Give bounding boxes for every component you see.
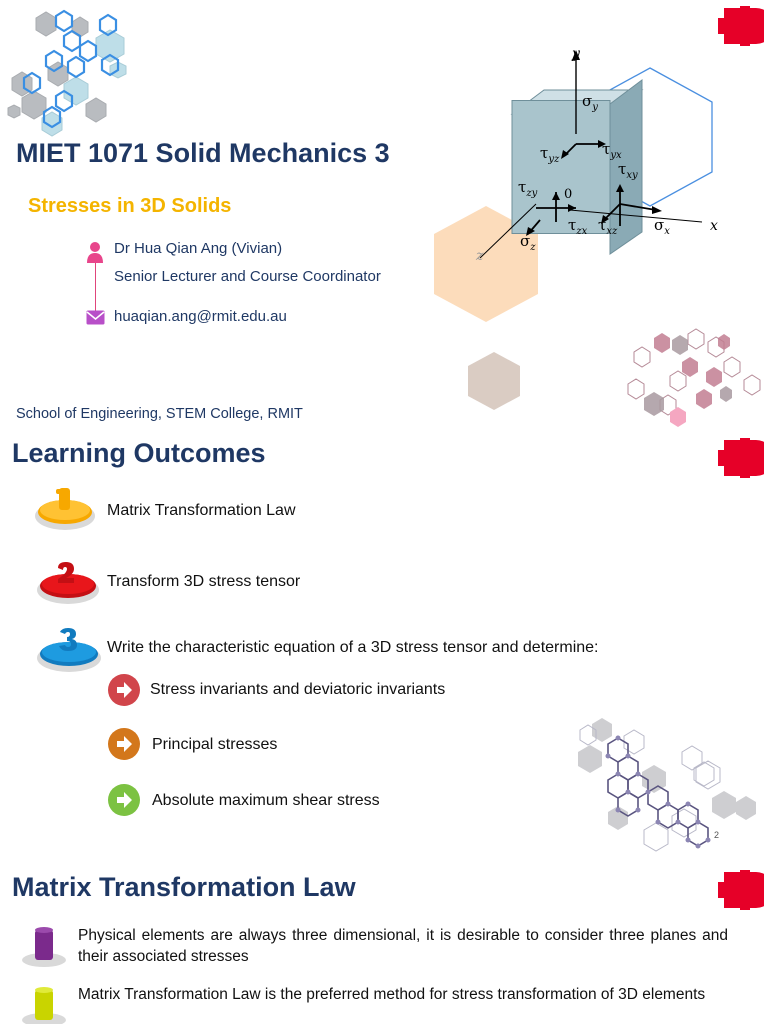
pink-hexagon-cluster-decoration [627,328,761,427]
author-name: Dr Hua Qian Ang (Vivian) [114,240,283,257]
arrow-right-circle-icon [108,674,140,706]
tau-yx-label: τ [602,140,610,158]
rmit-logo-icon [718,870,764,910]
svg-text:σz: σz [520,232,536,253]
contact-connector-line [95,258,96,314]
svg-text:τzx: τzx [568,216,588,237]
rmit-logo-icon [718,438,764,478]
sigma-x-label: σ [654,216,664,234]
slide-subtitle: Stresses in 3D Solids [28,195,232,217]
number-one-badge-icon [35,488,95,530]
matrix-transformation-title: Matrix Transformation Law [12,872,356,902]
arrow-right-circle-icon [108,728,140,760]
svg-text:τzy: τzy [518,178,538,199]
svg-text:τxz: τxz [598,216,618,237]
svg-text:σx: σx [654,216,670,237]
arrow-right-circle-icon [108,784,140,816]
svg-text:σy: σy [582,92,598,113]
svg-text:τyx: τyx [602,140,622,161]
svg-text:τxy: τxy [618,160,638,181]
sigma-z-subscript: z [529,242,536,253]
hexagon-cluster-decoration [7,9,127,137]
sigma-x-subscript: x [664,226,670,237]
tau-xy-label: τ [618,160,626,178]
origin-label: 0 [564,187,572,202]
sigma-y-label: σ [582,92,592,110]
sub-item-max-shear-text: Absolute maximum shear stress [152,792,380,809]
school-affiliation: School of Engineering, STEM College, RMI… [16,406,303,422]
page-number: 2 [714,830,720,840]
number-three-badge-icon [37,628,101,672]
stress-element-cube-figure: y x z σy σx σz τyz τyx τzy τxy τzx τxz 0 [475,46,718,262]
svg-text:τyz: τyz [540,144,560,165]
purple-cylinder-bullet-icon [22,927,66,967]
sigma-z-label: σ [520,232,530,250]
axis-label-z: z [475,248,484,262]
outcome-1-text: Matrix Transformation Law [107,502,296,519]
person-icon [87,242,103,263]
molecule-hexagon-decoration [578,718,756,852]
tau-xz-label: τ [598,216,606,234]
tau-xy-subscript: xy [626,170,638,181]
outcome-3-text: Write the characteristic equation of a 3… [107,639,599,656]
sub-item-principal-stresses-text: Principal stresses [152,736,278,753]
tau-zy-subscript: zy [525,188,537,199]
sigma-y-subscript: y [591,102,598,113]
tau-zx-label: τ [568,216,576,234]
rmit-logo-icon [718,6,764,46]
tau-yz-label: τ [540,144,548,162]
author-email-link[interactable]: huaqian.ang@rmit.edu.au [114,308,287,325]
course-title: MIET 1071 Solid Mechanics 3 [16,138,390,168]
tau-yz-subscript: yz [547,154,560,165]
number-two-badge-icon [37,562,99,604]
bullet-2-text: Matrix Transformation Law is the preferr… [78,986,706,1003]
author-role: Senior Lecturer and Course Coordinator [114,268,381,285]
tau-zy-label: τ [518,178,526,196]
tau-yx-subscript: yx [609,150,622,161]
bullet-1-text: Physical elements are always three dimen… [78,927,728,965]
learning-outcomes-title: Learning Outcomes [12,438,266,468]
tau-zx-subscript: zx [575,226,587,237]
tau-xz-subscript: xz [606,226,618,237]
axis-label-x: x [710,218,718,234]
outcome-2-text: Transform 3D stress tensor [107,573,301,590]
axis-label-y: y [571,46,581,62]
yellow-cylinder-bullet-icon [22,987,66,1024]
sub-item-invariants-text: Stress invariants and deviatoric invaria… [150,681,446,698]
email-icon [86,310,105,325]
